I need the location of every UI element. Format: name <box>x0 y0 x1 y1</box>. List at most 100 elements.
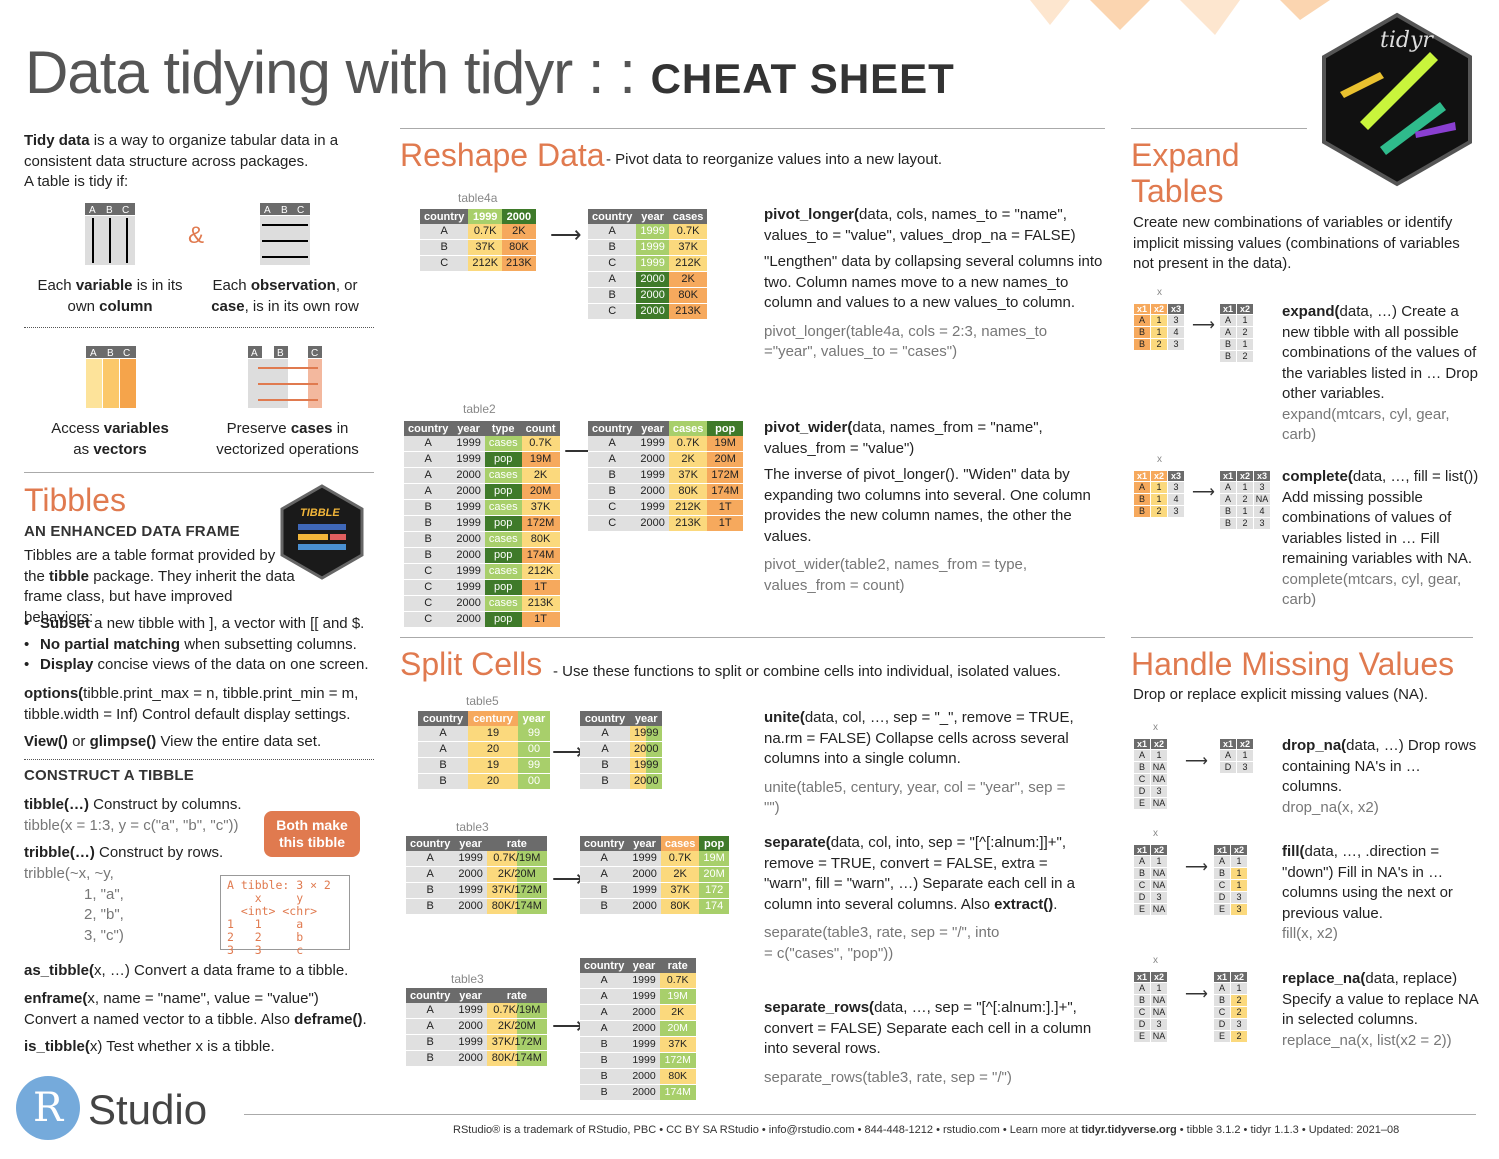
footer: RStudio® is a trademark of RStudio, PBC … <box>453 1124 1400 1136</box>
enframe-fn: enframe(x, name = "name", value = "value… <box>24 990 367 1028</box>
svg-text:C: C <box>311 348 318 359</box>
svg-text:C: C <box>297 205 304 216</box>
svg-text:TIBBLE: TIBBLE <box>300 507 340 519</box>
separate-rows-doc: separate_rows(data, …, sep = "[^[:alnum:… <box>764 999 1092 1086</box>
footer-link[interactable]: tidyr.tidyverse.org <box>1081 1124 1177 1136</box>
arrow-icon: ⟶ <box>552 1013 584 1038</box>
replace-na-doc: replace_na(data, replace) Specify a valu… <box>1282 970 1478 1049</box>
tibble-output: A tibble: 3 × 2 x y <int> <chr> 1 1 a 2 … <box>220 875 350 957</box>
missing-desc: Drop or replace explicit missing values … <box>1133 686 1429 703</box>
reshape-subtitle: - Pivot data to reorganize values into a… <box>606 151 943 168</box>
svg-text:A: A <box>251 348 258 359</box>
arrow-icon: ⟶ <box>550 222 582 247</box>
preserve-caption: Preserve cases in vectorized operations <box>216 420 359 458</box>
rstudio-logo-r: R <box>16 1076 80 1140</box>
variable-caption: Each variable is in its own column <box>37 277 183 315</box>
pivot-wider-doc: pivot_wider(data, names_from = "name", v… <box>764 419 1091 594</box>
arrow-icon: ⟶ <box>1185 859 1208 876</box>
tibble-fn: tibble(…) Construct by columns.tibble(x … <box>24 796 242 834</box>
tidy-intro: Tidy data is a way to organize tabular d… <box>24 132 339 190</box>
arrow-icon: ⟶ <box>1192 484 1215 501</box>
table5-label: table5 <box>466 694 499 708</box>
tibble-features-list: Subset a new tibble with ], a vector wit… <box>24 614 384 676</box>
drop-na-doc: drop_na(data, …) Drop rows containing NA… <box>1282 737 1477 816</box>
page-title: Data tidying with tidyr : : CHEAT SHEET <box>25 39 955 106</box>
svg-text:C: C <box>123 348 130 359</box>
x-label: x <box>1153 955 1158 966</box>
svg-text:A: A <box>89 205 96 216</box>
split-title: Split Cells <box>400 646 543 682</box>
x-label: x <box>1153 828 1158 839</box>
tribble-fn: tribble(…) Construct by rows. <box>24 844 224 861</box>
arrow-icon: ⟶ <box>552 866 584 891</box>
x-label: x <box>1157 287 1162 298</box>
pivot-longer-doc: pivot_longer(data, cols, names_to = "nam… <box>764 206 1103 360</box>
table3-label-2: table3 <box>451 972 484 986</box>
separate-doc: separate(data, col, into, sep = "[^[:aln… <box>764 834 1076 962</box>
construct-heading: CONSTRUCT A TIBBLE <box>24 767 194 784</box>
arrow-icon: ⟶ <box>1192 317 1215 334</box>
x-label: x <box>1157 454 1162 465</box>
missing-title: Handle Missing Values <box>1131 646 1455 682</box>
svg-text:B: B <box>281 205 288 216</box>
decorative-pattern <box>1030 0 1330 35</box>
x-label: x <box>1153 722 1158 733</box>
ampersand: & <box>188 222 205 249</box>
svg-text:A: A <box>90 348 97 359</box>
unite-doc: unite(data, col, …, sep = "_", remove = … <box>764 709 1074 816</box>
table4a-label: table4a <box>458 191 498 205</box>
arrow-icon: ⟶ <box>1185 986 1208 1003</box>
svg-text:C: C <box>122 205 129 216</box>
preserve-cases-icon: A B C <box>248 346 322 408</box>
as-tibble-fn: as_tibble(x, …) Convert a data frame to … <box>24 962 349 979</box>
arrow-icon: ⟶ <box>1185 753 1208 770</box>
expand-desc: Create new combinations of variables or … <box>1133 214 1460 272</box>
expand-doc: expand(data, …) Create a new tibble with… <box>1282 303 1478 443</box>
split-subtitle: - Use these functions to split or combin… <box>553 663 1061 680</box>
svg-text:B: B <box>277 348 284 359</box>
svg-text:A: A <box>264 205 271 216</box>
both-make-callout: Both make this tibble <box>264 811 360 857</box>
table2-label: table2 <box>463 402 496 416</box>
table3-label: table3 <box>456 820 489 834</box>
tidyr-hex-logo: tidyr <box>1322 12 1472 187</box>
view-text: View() or glimpse() View the entire data… <box>24 733 322 750</box>
svg-text:tidyr: tidyr <box>1380 28 1434 53</box>
fill-doc: fill(data, …, .direction = "down") Fill … <box>1282 843 1453 942</box>
is-tibble-fn: is_tibble(x) Test whether x is a tibble. <box>24 1038 275 1055</box>
tribble-example: tribble(~x, ~y,1, "a",2, "b",3, "c") <box>24 865 124 944</box>
tibbles-title: Tibbles <box>24 482 126 518</box>
reshape-title: Reshape Data <box>400 137 605 173</box>
options-text: options(tibble.print_max = n, tibble.pri… <box>24 685 359 723</box>
arrow-icon: ⟶ <box>552 739 584 764</box>
tibble-hex-logo: TIBBLE <box>280 484 364 580</box>
svg-text:B: B <box>106 205 113 216</box>
observation-caption: Each observation, or case, is in its own… <box>211 277 359 315</box>
svg-text:B: B <box>107 348 114 359</box>
access-caption: Access variables as vectors <box>51 420 169 458</box>
rstudio-logo-text: Studio <box>88 1086 208 1133</box>
